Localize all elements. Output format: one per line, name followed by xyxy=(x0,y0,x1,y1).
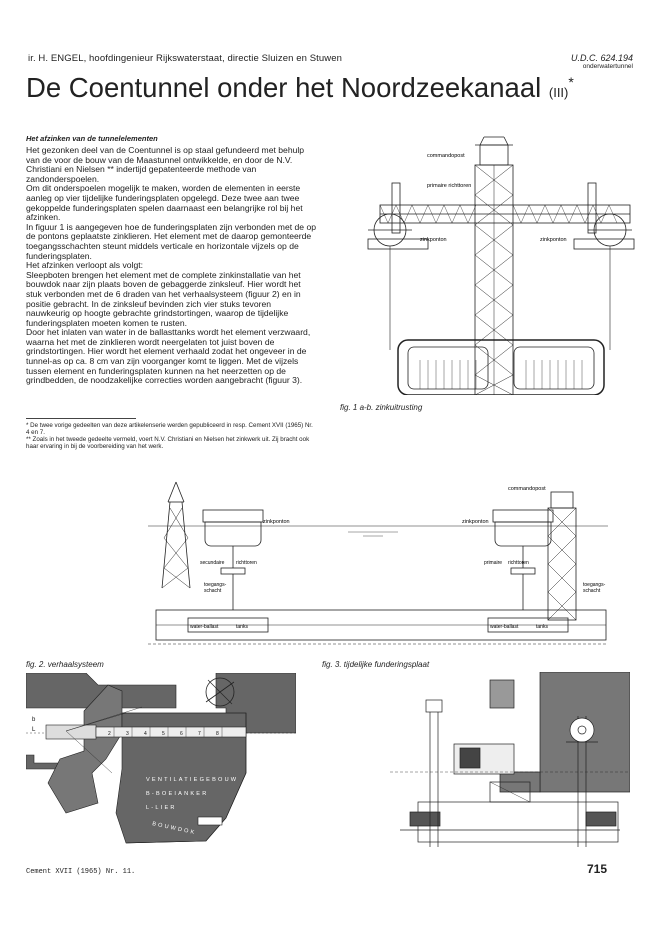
journal-reference: Cement XVII (1965) Nr. 11. xyxy=(26,868,136,876)
label-boeianker: B-BOEIANKER xyxy=(146,791,208,797)
label-primaire: primaire xyxy=(484,560,502,566)
label-tanks-right: tanks xyxy=(536,624,548,630)
figure-1-drawing: commandopost primaire richttoren zinkpon… xyxy=(367,136,635,395)
label-zinkponton-mid-left: zinkponton xyxy=(263,519,290,525)
paragraph: Het gezonken deel van de Coentunnel is o… xyxy=(26,145,305,184)
figure-2-caption: fig. 2. verhaalsysteem xyxy=(26,660,104,669)
segment-number: 6 xyxy=(180,731,183,737)
figure-2-drawing: 2 3 4 5 6 7 8 b L VENTILATIEGEBOUW B-BOE… xyxy=(26,673,296,844)
segment-number: 5 xyxy=(162,731,165,737)
udc-subject: onderwatertunnel xyxy=(582,63,633,70)
label-waterballast-right: water-ballast xyxy=(490,624,519,630)
label-zinkponton-left: zinkponton xyxy=(420,237,447,243)
section-heading: Het afzinken van de tunnelelementen xyxy=(26,134,158,143)
label-l: L xyxy=(32,727,36,733)
footnotes: * De twee vorige gedeelten van deze arti… xyxy=(26,422,316,450)
label-lier: L-LIER xyxy=(146,805,177,811)
title-part: (III) xyxy=(548,85,569,100)
paragraph: Om dit onderspoelen mogelijk te maken, w… xyxy=(26,183,303,223)
label-zinkponton-right: zinkponton xyxy=(540,237,567,243)
segment-number: 7 xyxy=(198,731,201,737)
body-column: Het gezonken deel van de Coentunnel is o… xyxy=(26,145,317,386)
figure-3-drawing xyxy=(390,672,630,847)
footnote-rule xyxy=(26,418,136,419)
north-arrow-icon xyxy=(205,677,235,707)
label-ventilatiegebouw: VENTILATIEGEBOUW xyxy=(146,777,238,783)
segment-number: 4 xyxy=(144,731,147,737)
label-waterballast-left: water-ballast xyxy=(190,624,219,630)
label-toegangs-left: toegangs- xyxy=(204,582,227,588)
label-zinkponton-mid-right: zinkponton xyxy=(462,519,489,525)
figure-3-caption: fig. 3. tijdelijke funderingsplaat xyxy=(322,660,430,669)
label-secundaire: secundaire xyxy=(200,560,225,566)
article-title: De Coentunnel onder het Noordzeekanaal (… xyxy=(26,72,574,104)
label-commandopost: commandopost xyxy=(427,153,465,159)
footnote: ** Zoals in het tweede gedeelte vermeld,… xyxy=(26,436,310,450)
label-toegangs-right: toegangs- xyxy=(583,582,606,588)
label-tanks-left: tanks xyxy=(236,624,248,630)
segment-number: 3 xyxy=(126,731,129,737)
author-line: ir. H. ENGEL, hoofdingenieur Rijkswaters… xyxy=(28,53,342,64)
paragraph: Door het inlaten van water in de ballast… xyxy=(26,327,311,386)
label-primaire-richttoren: primaire richttoren xyxy=(427,183,471,189)
page-number: 715 xyxy=(586,862,607,876)
title-footnote-mark: * xyxy=(568,73,574,90)
label-richttoren-right: richttoren xyxy=(508,560,529,566)
segment-number: 8 xyxy=(216,731,219,737)
footnote: * De twee vorige gedeelten van deze arti… xyxy=(26,422,313,436)
label-schacht-right: schacht xyxy=(583,588,601,594)
title-main: De Coentunnel onder het Noordzeekanaal xyxy=(26,72,542,103)
paragraph: Sleepboten brengen het element met de co… xyxy=(26,269,301,328)
label-richttoren-left: richttoren xyxy=(236,560,257,566)
figure-1b-drawing: commandopost zinkponton zinkponton secun… xyxy=(148,481,608,645)
figure-1-caption: fig. 1 a-b. zinkuitrusting xyxy=(340,403,423,412)
label-b: b xyxy=(32,717,36,723)
segment-number: 2 xyxy=(108,731,111,737)
udc-code: U.D.C. 624.194 xyxy=(570,53,633,63)
label-schacht-left: schacht xyxy=(204,588,222,594)
paragraph: Het afzinken verloopt als volgt: xyxy=(26,260,144,271)
paragraph: In figuur 1 is aangegeven hoe de funderi… xyxy=(26,221,317,261)
label-commandopost-mid: commandopost xyxy=(508,486,546,492)
